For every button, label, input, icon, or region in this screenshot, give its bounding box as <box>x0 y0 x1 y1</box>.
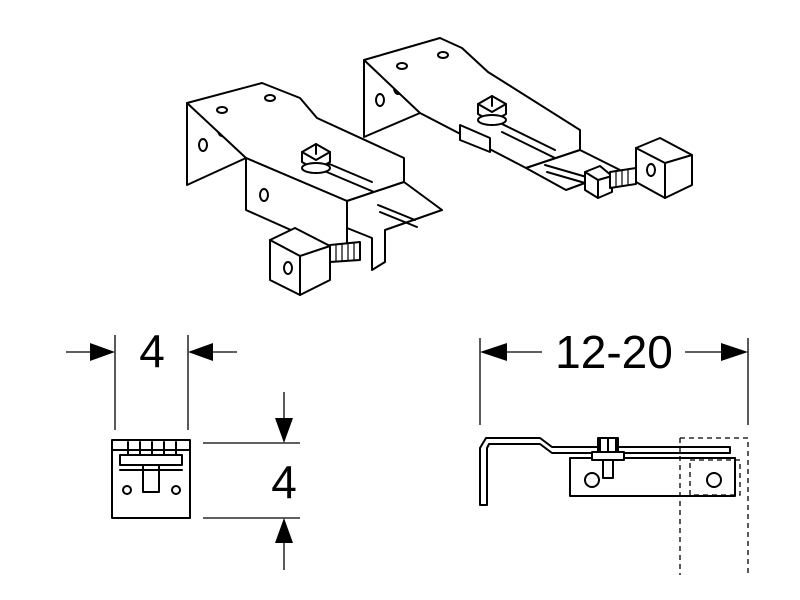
width-label: 4 <box>139 325 165 377</box>
height-label: 4 <box>271 456 297 508</box>
bracket-side-view <box>479 437 749 575</box>
arrow-up-icon <box>275 518 293 543</box>
width-dimension: 4 <box>66 325 237 430</box>
height-dimension: 4 <box>203 392 300 570</box>
arrow-down-icon <box>275 418 293 443</box>
arrow-right-icon <box>721 343 748 361</box>
right-bracket-isometric <box>363 37 693 199</box>
arrow-left-icon <box>480 343 507 361</box>
bracket-end-view <box>111 439 191 519</box>
left-bracket-isometric <box>186 82 443 296</box>
adjust-range-dimension: 12-20 <box>479 326 749 425</box>
adjust-range-label: 12-20 <box>555 326 673 378</box>
arrow-left-icon <box>188 343 213 361</box>
arrow-right-icon <box>90 343 115 361</box>
